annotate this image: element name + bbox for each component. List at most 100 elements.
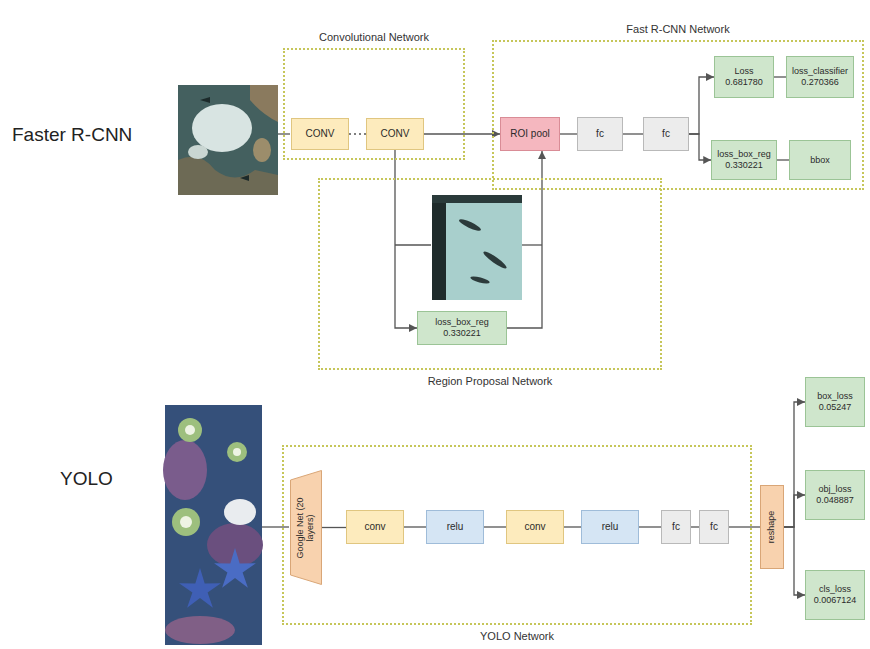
network-region: loss_box_reg0.330221Region Proposal Netw…	[318, 178, 662, 370]
conv-layer-box: CONV	[366, 118, 424, 150]
box-text: loss_box_reg	[435, 317, 489, 328]
relu-box: relu	[581, 510, 639, 544]
fc-layer-box: fc	[699, 510, 729, 544]
output-box: bbox	[789, 140, 851, 180]
reshape-box: reshape	[760, 485, 784, 569]
photo-coral	[188, 145, 208, 159]
box-text: relu	[602, 521, 619, 533]
trapezoid-outline	[291, 471, 322, 585]
photo-rock	[250, 85, 278, 122]
fc-layer-box: fc	[643, 117, 689, 151]
photo-fish	[470, 275, 491, 285]
feed-line	[262, 526, 289, 527]
box-text: Loss	[734, 66, 753, 77]
conv-layer-box: CONV	[291, 118, 349, 150]
connector	[349, 133, 366, 134]
box-text: loss_box_reg	[717, 149, 771, 160]
box-text: conv	[364, 521, 385, 533]
box-text: bbox	[810, 155, 830, 166]
photo-anemone	[180, 516, 192, 528]
connector	[784, 527, 805, 595]
network-region: CONVCONVConvolutional Network	[283, 48, 465, 160]
conv-layer-box: conv	[346, 510, 404, 544]
box-text: loss_classifier	[792, 66, 848, 77]
photo-shadow	[432, 195, 446, 300]
photo-anemone	[185, 425, 195, 435]
photo-coral	[165, 616, 235, 644]
conv-layer-box: conv	[506, 510, 564, 544]
box-text: fc	[596, 128, 604, 140]
photo-coral	[163, 440, 207, 500]
connector	[784, 402, 805, 527]
box-text: fc	[710, 521, 718, 533]
photo-fish	[458, 217, 482, 233]
box-text: CONV	[306, 128, 335, 140]
connector	[777, 159, 789, 160]
box-text: relu	[447, 521, 464, 533]
connector	[689, 134, 711, 160]
rect-outline	[761, 486, 784, 569]
box-text: 0.270366	[801, 77, 839, 88]
network-region: ROI pool fc fc Loss0.681780 loss_classifier0…	[492, 40, 864, 190]
photo-anemone	[227, 442, 247, 462]
box-text: 0.0067124	[814, 595, 857, 606]
photo-rock	[253, 138, 271, 162]
feed-line	[395, 244, 431, 245]
rotated-text: Google Net (20 layers)	[296, 488, 316, 568]
photo-anemone	[172, 508, 200, 536]
box-text: obj_loss	[818, 484, 851, 495]
photo-anemone	[178, 418, 202, 442]
region-heading: Fast R-CNN Network	[434, 23, 870, 35]
loss-box: loss_box_reg0.330221	[711, 140, 777, 180]
rotated-text: reshape	[767, 487, 777, 567]
connector	[689, 77, 714, 134]
region-heading: Region Proposal Network	[260, 375, 720, 387]
region-heading: YOLO Network	[224, 630, 810, 642]
photo-fish	[482, 250, 508, 271]
region-heading: Convolutional Network	[225, 31, 523, 43]
fc-layer-box: fc	[661, 510, 691, 544]
box-text: fc	[662, 128, 670, 140]
photo-starfish	[179, 568, 221, 608]
photo-anemone	[233, 448, 241, 456]
loss-box: Loss0.681780	[714, 56, 774, 98]
connector	[322, 527, 346, 528]
connector	[639, 526, 661, 527]
box-text: cls_loss	[819, 584, 851, 595]
loss-box: loss_classifier0.270366	[786, 56, 854, 98]
rpn-proposal-photo	[432, 195, 522, 300]
connector	[691, 526, 699, 527]
box-text: fc	[672, 521, 680, 533]
relu-box: relu	[426, 510, 484, 544]
model-label: YOLO	[60, 468, 113, 490]
box-text: 0.048887	[816, 495, 854, 506]
roi-pool-box: ROI pool	[500, 117, 560, 151]
model-label: Faster R-CNN	[12, 124, 132, 146]
loss-box: loss_box_reg0.330221	[417, 311, 507, 345]
photo-coral	[192, 104, 252, 152]
connector	[424, 133, 500, 134]
photo-ground	[178, 85, 278, 195]
connector	[774, 76, 786, 77]
box-text: conv	[524, 521, 545, 533]
connector	[623, 133, 643, 134]
box-text: 0.05247	[819, 402, 852, 413]
photo-starfish	[214, 548, 256, 588]
photo-ground	[432, 195, 522, 300]
box-text: ROI pool	[510, 128, 549, 140]
feed-lines	[262, 134, 542, 527]
network-region: Google Net (20 layers) conv relu conv relu fc…	[282, 445, 752, 625]
connector	[484, 526, 506, 527]
box-text: CONV	[381, 128, 410, 140]
yolo-input-photo	[163, 405, 263, 645]
connector	[729, 526, 760, 527]
loss-box: obj_loss0.048887	[805, 470, 865, 520]
photo-rock	[178, 157, 278, 195]
backbone-trapezoid: Google Net (20 layers)	[290, 470, 322, 585]
photo-shadow	[432, 195, 522, 203]
feed-line	[522, 244, 542, 245]
photo-fish	[200, 97, 210, 103]
faster-rcnn-input-photo	[178, 85, 278, 195]
fc-layer-box: fc	[577, 117, 623, 151]
